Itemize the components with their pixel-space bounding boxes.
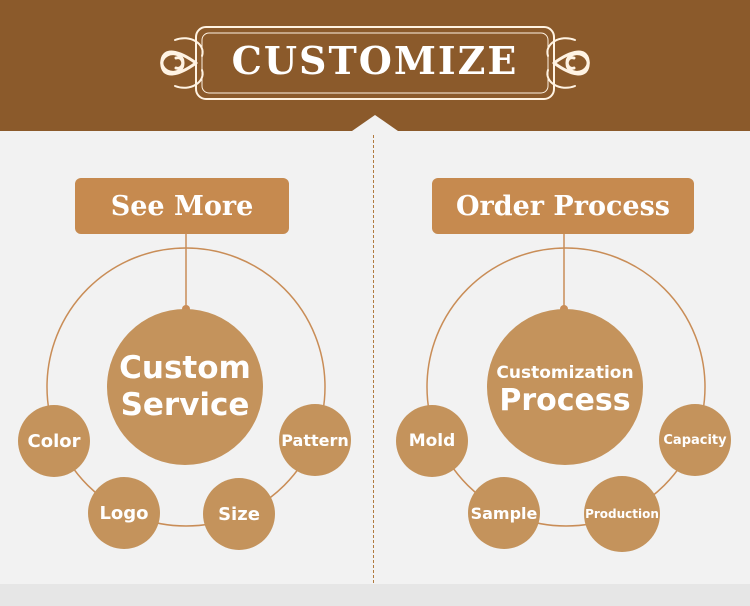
node-size-circle: [203, 478, 275, 550]
bottom-strip: [0, 584, 750, 606]
node-color-label[interactable]: Color: [27, 430, 81, 452]
page-title: CUSTOMIZE: [231, 38, 519, 83]
node-pattern-label[interactable]: Pattern: [281, 430, 349, 450]
header-banner: [0, 0, 750, 131]
node-size-label[interactable]: Size: [218, 503, 260, 525]
ornate-frame-icon: [160, 26, 590, 100]
customization-process-circle: [487, 309, 643, 465]
node-mold-circle: [396, 405, 468, 477]
node-color-circle: [18, 405, 90, 477]
custom-service-line2: Service: [120, 387, 250, 423]
center-divider: [373, 135, 374, 583]
header-notch: [352, 115, 398, 135]
node-logo-circle: [88, 477, 160, 549]
node-pattern-circle: [279, 404, 351, 476]
node-mold-label[interactable]: Mold: [408, 431, 456, 451]
node-sample-label[interactable]: Sample: [470, 503, 538, 523]
node-capacity-circle: [659, 404, 731, 476]
see-more-tag[interactable]: See More: [75, 178, 289, 234]
custom-service-line1: Custom: [119, 350, 251, 386]
customization-process-line2: Process: [499, 383, 631, 418]
custom-service-circle: [107, 309, 263, 465]
customization-process-text: Customization Process: [487, 355, 643, 425]
node-production-circle: [584, 476, 660, 552]
node-production-label[interactable]: Production: [585, 507, 659, 521]
node-sample-circle: [468, 477, 540, 549]
customization-process-line1: Customization: [496, 363, 634, 383]
custom-service-text: Custom Service: [107, 342, 263, 432]
see-more-label: See More: [110, 190, 254, 222]
order-process-tag[interactable]: Order Process: [432, 178, 694, 234]
node-logo-label[interactable]: Logo: [99, 502, 149, 524]
title-frame: CUSTOMIZE: [0, 0, 750, 131]
order-process-label: Order Process: [456, 190, 670, 222]
right-orbit-ring: [426, 247, 706, 527]
node-capacity-label[interactable]: Capacity: [663, 432, 727, 448]
